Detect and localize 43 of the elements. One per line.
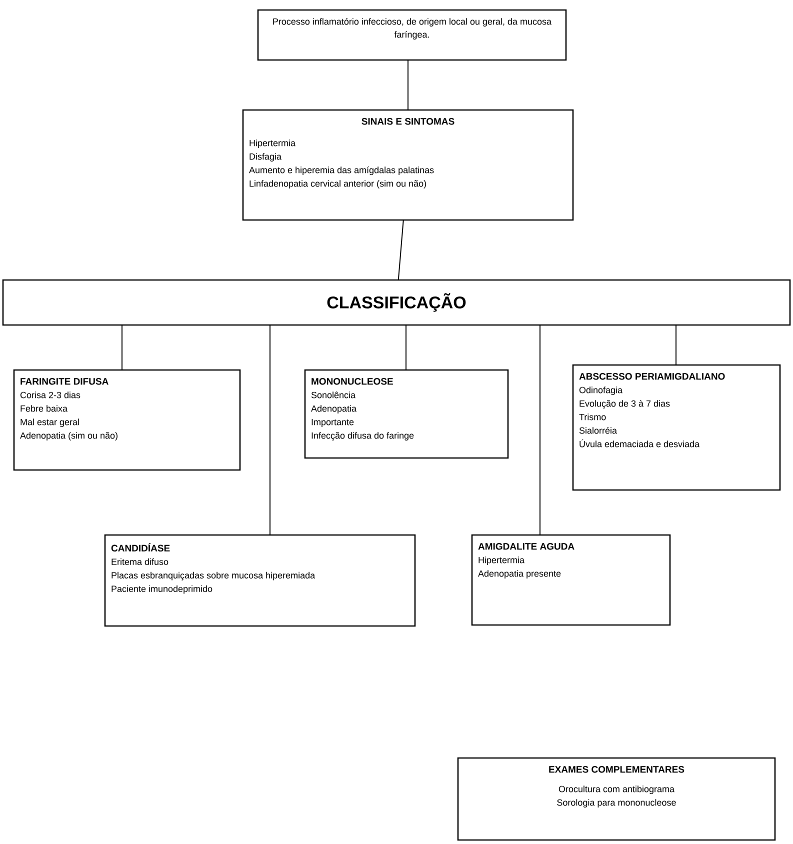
list-item: Eritema difuso <box>112 558 168 566</box>
list-item: Orocultura com antibiograma <box>558 786 674 794</box>
connector-line <box>398 220 404 280</box>
list-item: Sonolência <box>311 392 356 398</box>
list-item: Paciente imunodeprimido <box>112 585 212 594</box>
info-box <box>457 757 776 841</box>
info-box <box>304 369 509 459</box>
list-item: Aumento e hiperemia das amígdalas palatinas <box>249 166 434 175</box>
list-item: Importante <box>312 418 354 427</box>
box-heading: SINAIS E SINTOMAS <box>362 118 454 125</box>
list-item: Evolução de 3 à 7 dias <box>580 400 670 409</box>
info-box <box>242 109 574 221</box>
info-box <box>257 9 567 61</box>
list-item: Mal estar geral <box>20 418 79 427</box>
list-item: Corisa 2-3 dias <box>20 392 80 398</box>
list-item: Sialorréia <box>579 427 617 434</box>
list-item: Linfadenopatia cervical anterior (sim ou não) <box>250 180 426 188</box>
box-text: Processo inflamatório infeccioso, de origem local ou geral, da mucosa faríngea. <box>273 18 552 40</box>
info-box <box>104 534 416 627</box>
box-heading: FARINGITE DIFUSA <box>20 378 108 385</box>
box-heading: CANDIDÍASE <box>111 543 170 552</box>
list-item: Trismo <box>579 414 606 420</box>
box-heading: MONONUCLEOSE <box>312 378 393 385</box>
list-item: Febre baixa <box>20 405 68 412</box>
box-heading: AMIGDALITE AGUDA <box>478 543 574 550</box>
list-item: Infecção difusa do faringe <box>312 432 414 441</box>
list-item: Hipertermia <box>250 140 296 148</box>
list-item: Sorologia para mononucleose <box>557 799 676 808</box>
info-box <box>13 369 241 471</box>
info-box <box>572 364 781 491</box>
list-item: Hipertermia <box>478 556 524 565</box>
list-item: Adenopatia presente <box>478 570 561 578</box>
list-item: Úvula edemaciada e desviada <box>580 439 700 448</box>
list-item: Adenopatia (sim ou não) <box>20 432 118 440</box>
classification-band <box>2 279 791 326</box>
box-heading: EXAMES COMPLEMENTARES <box>549 766 684 773</box>
box-heading: ABSCESSO PERIAMIGDALIANO <box>579 373 725 380</box>
list-item: Adenopatia <box>311 405 357 414</box>
list-item: Odinofagia <box>579 386 623 395</box>
list-item: Placas esbranquiçadas sobre mucosa hiperemiada <box>112 572 316 580</box>
list-item: Disfagia <box>250 153 282 162</box>
band-title: CLASSIFICAÇÃO <box>327 293 466 312</box>
info-box <box>471 534 671 626</box>
